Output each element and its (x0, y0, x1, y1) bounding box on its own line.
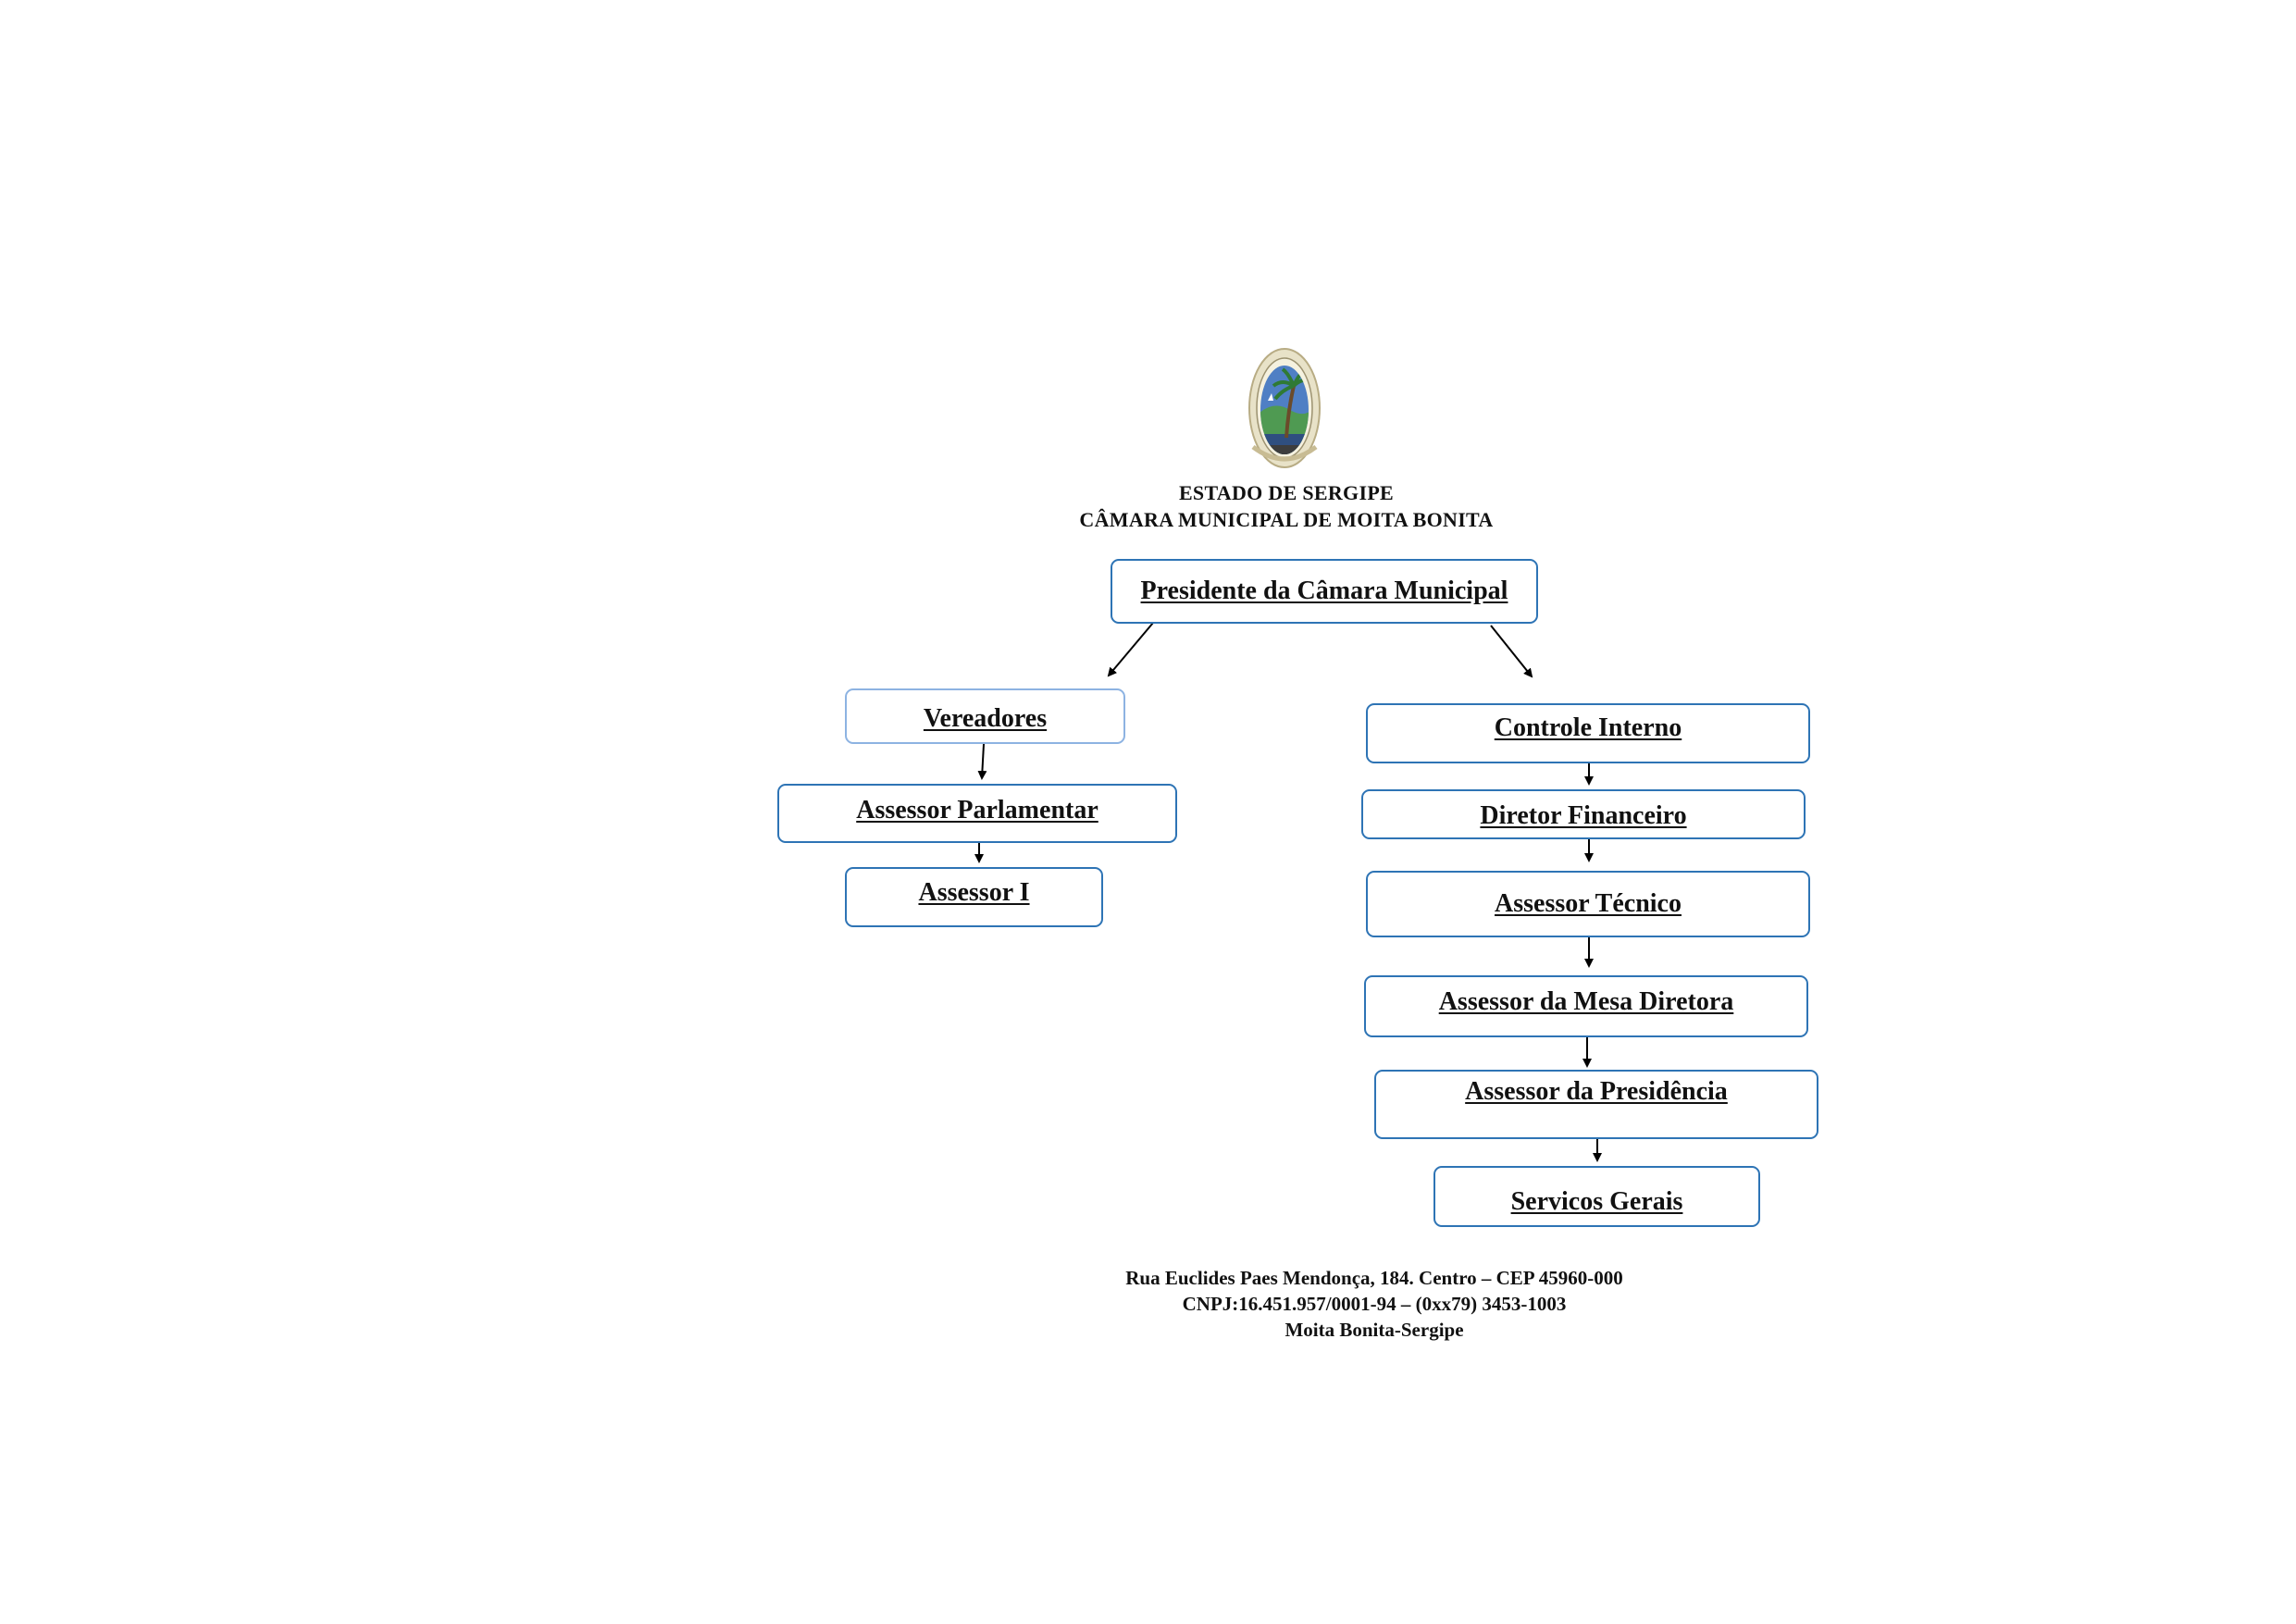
node-assessor-i-label: Assessor I (918, 877, 1030, 907)
footer-contact: CNPJ:16.451.957/0001-94 – (0xx79) 3453-1… (1182, 1293, 1567, 1315)
node-assessor-i: Assessor I (845, 867, 1103, 927)
node-assessor-parlamentar: Assessor Parlamentar (777, 784, 1177, 843)
node-diretor-financeiro-label: Diretor Financeiro (1480, 801, 1687, 830)
node-vereadores-label: Vereadores (923, 704, 1048, 733)
node-assessor-presidencia: Assessor da Presidência (1374, 1070, 1818, 1139)
header-state: ESTADO DE SERGIPE (1178, 481, 1395, 504)
node-controle-interno: Controle Interno (1366, 703, 1810, 763)
node-assessor-parlamentar-label: Assessor Parlamentar (856, 796, 1098, 824)
node-diretor-financeiro: Diretor Financeiro (1361, 789, 1806, 839)
arrow-vereadores-parlamentar (977, 743, 987, 780)
node-servicos-gerais: Servicos Gerais (1433, 1166, 1760, 1227)
header-chamber: CÂMARA MUNICIPAL DE MOITA BONITA (1079, 508, 1494, 531)
arrow-presidente-controle (1490, 625, 1533, 678)
node-assessor-presidencia-label: Assessor da Presidência (1465, 1077, 1728, 1106)
node-assessor-mesa-diretora-label: Assessor da Mesa Diretora (1438, 986, 1734, 1016)
node-servicos-gerais-label: Servicos Gerais (1510, 1187, 1683, 1216)
node-controle-interno-label: Controle Interno (1494, 713, 1682, 742)
municipal-seal-icon (1248, 348, 1321, 468)
node-assessor-tecnico-label: Assessor Técnico (1495, 889, 1682, 918)
footer-city: Moita Bonita-Sergipe (1285, 1319, 1464, 1341)
footer-address: Rua Euclides Paes Mendonça, 184. Centro … (1125, 1267, 1623, 1289)
node-assessor-mesa-diretora: Assessor da Mesa Diretora (1364, 975, 1808, 1037)
node-presidente: Presidente da Câmara Municipal (1111, 559, 1538, 624)
node-assessor-tecnico: Assessor Técnico (1366, 871, 1810, 937)
node-presidente-label: Presidente da Câmara Municipal (1140, 576, 1508, 605)
node-vereadores: Vereadores (845, 688, 1125, 744)
arrow-presidente-vereadores (1107, 622, 1154, 677)
